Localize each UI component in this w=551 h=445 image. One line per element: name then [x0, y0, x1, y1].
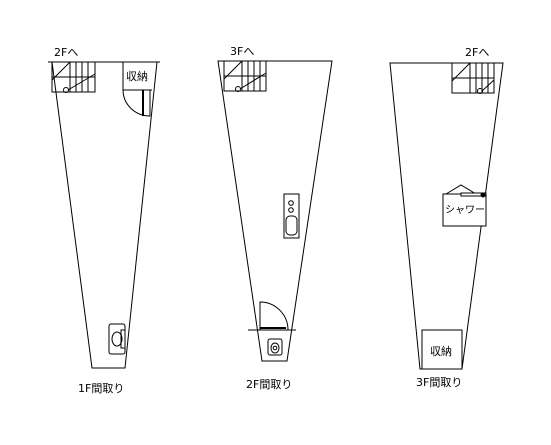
floorplan-1f: [48, 61, 160, 369]
floor-outline-1f: [51, 61, 158, 369]
sink-2f: [283, 193, 300, 239]
room-label-3f: 収納: [430, 345, 452, 358]
stair-label-1f: 2Fへ: [54, 46, 78, 59]
staircase-1f: [51, 61, 96, 93]
stair-label-3f: 2Fへ: [465, 46, 489, 59]
plan-caption-3f: 3F間取り: [416, 376, 462, 389]
floorplan-2f: [217, 60, 333, 362]
staircase-2f: [223, 60, 267, 92]
shower-label-3f: シャワー: [445, 205, 485, 216]
storage-3f: [421, 329, 463, 370]
floor-outline-2f: [217, 60, 333, 362]
toilet-1f: [108, 323, 126, 355]
plan-caption-2f: 2F間取り: [246, 378, 292, 391]
plan-caption-1f: 1F間取り: [78, 382, 124, 395]
shower-3f: [442, 184, 487, 227]
toilet-2f: [267, 338, 283, 356]
floorplan-3f: [389, 62, 504, 370]
staircase-3f: [451, 62, 495, 94]
storage-1f: [122, 62, 152, 117]
room-label-1f: 収納: [126, 70, 148, 83]
stair-label-2f: 3Fへ: [230, 45, 254, 58]
door-2f: [259, 301, 289, 331]
